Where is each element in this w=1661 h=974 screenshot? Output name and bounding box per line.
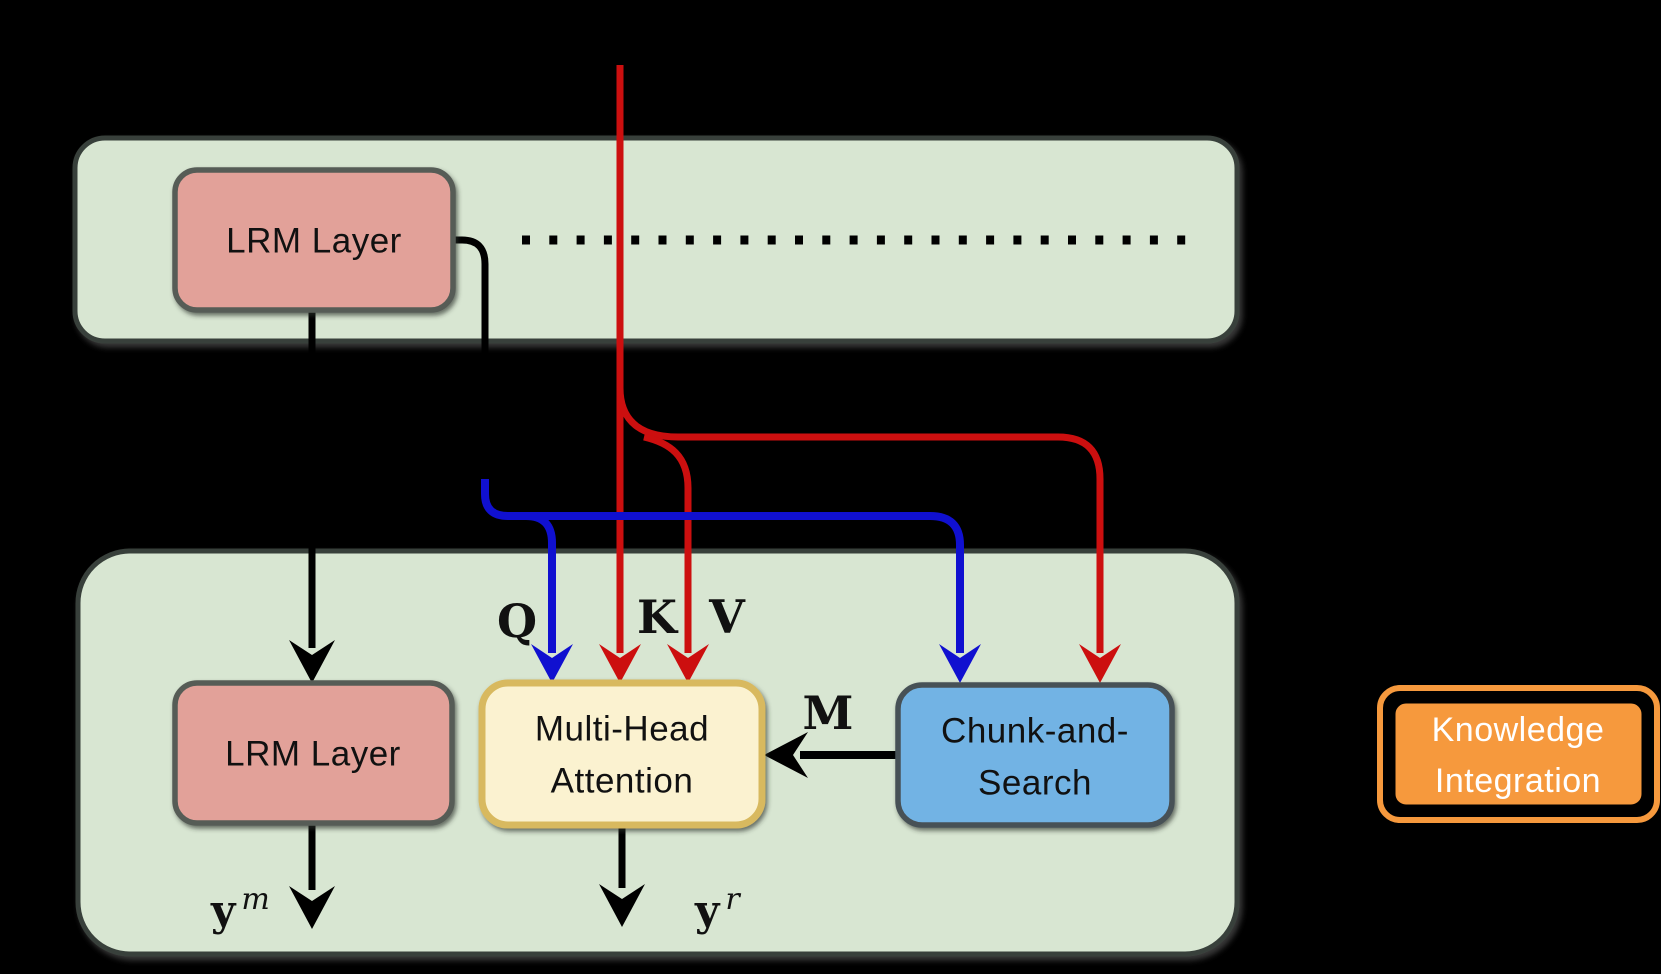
edge-blue-branch-q: [525, 512, 556, 653]
knowledge-integration-box: [1390, 698, 1647, 810]
label-q: Q: [497, 594, 537, 648]
arrowhead-into-lrm-bottom: [289, 640, 335, 683]
chunk-and-search-box: [895, 682, 1175, 828]
arrowhead-ym-output: [289, 886, 335, 929]
lrm-layer-bottom-box: [172, 680, 455, 826]
edge-red-branch-to-chunk: [616, 387, 1104, 653]
chunk-and-search-label-line2: Search: [978, 764, 1092, 803]
multi-head-attention-label-line1: Multi-Head: [535, 710, 709, 749]
edge-lrm-top-to-query: [453, 236, 489, 479]
arrowhead-blue-into-chunk: [939, 644, 981, 683]
arrowhead-k: [599, 644, 641, 683]
knowledge-integration-label-line1: Knowledge: [1432, 711, 1605, 749]
lrm-layer-top-label: LRM Layer: [226, 222, 402, 261]
label-yr: y r: [694, 882, 741, 935]
arrowhead-m-into-mha: [764, 732, 808, 778]
chunk-and-search-label-line1: Chunk-and-: [941, 712, 1129, 751]
label-v: V: [708, 590, 746, 644]
edge-red-branch-v: [643, 433, 692, 653]
multi-head-attention-box: [478, 679, 766, 829]
lrm-layer-bottom-label: LRM Layer: [225, 735, 401, 774]
label-m: M: [803, 686, 854, 740]
label-ym: y m: [210, 882, 270, 935]
multi-head-attention-label-line2: Attention: [551, 762, 694, 801]
knowledge-integration-label-line2: Integration: [1435, 762, 1601, 800]
lrm-layer-top-box: [172, 167, 456, 313]
arrowhead-q: [531, 644, 573, 683]
edge-blue-main: [481, 479, 964, 653]
label-k: K: [637, 590, 679, 644]
arrowhead-v: [667, 644, 709, 683]
arrowhead-red-into-chunk: [1079, 644, 1121, 683]
knowledge-integration-outer-ring: [1377, 685, 1660, 823]
arrowhead-yr-output: [599, 884, 645, 927]
